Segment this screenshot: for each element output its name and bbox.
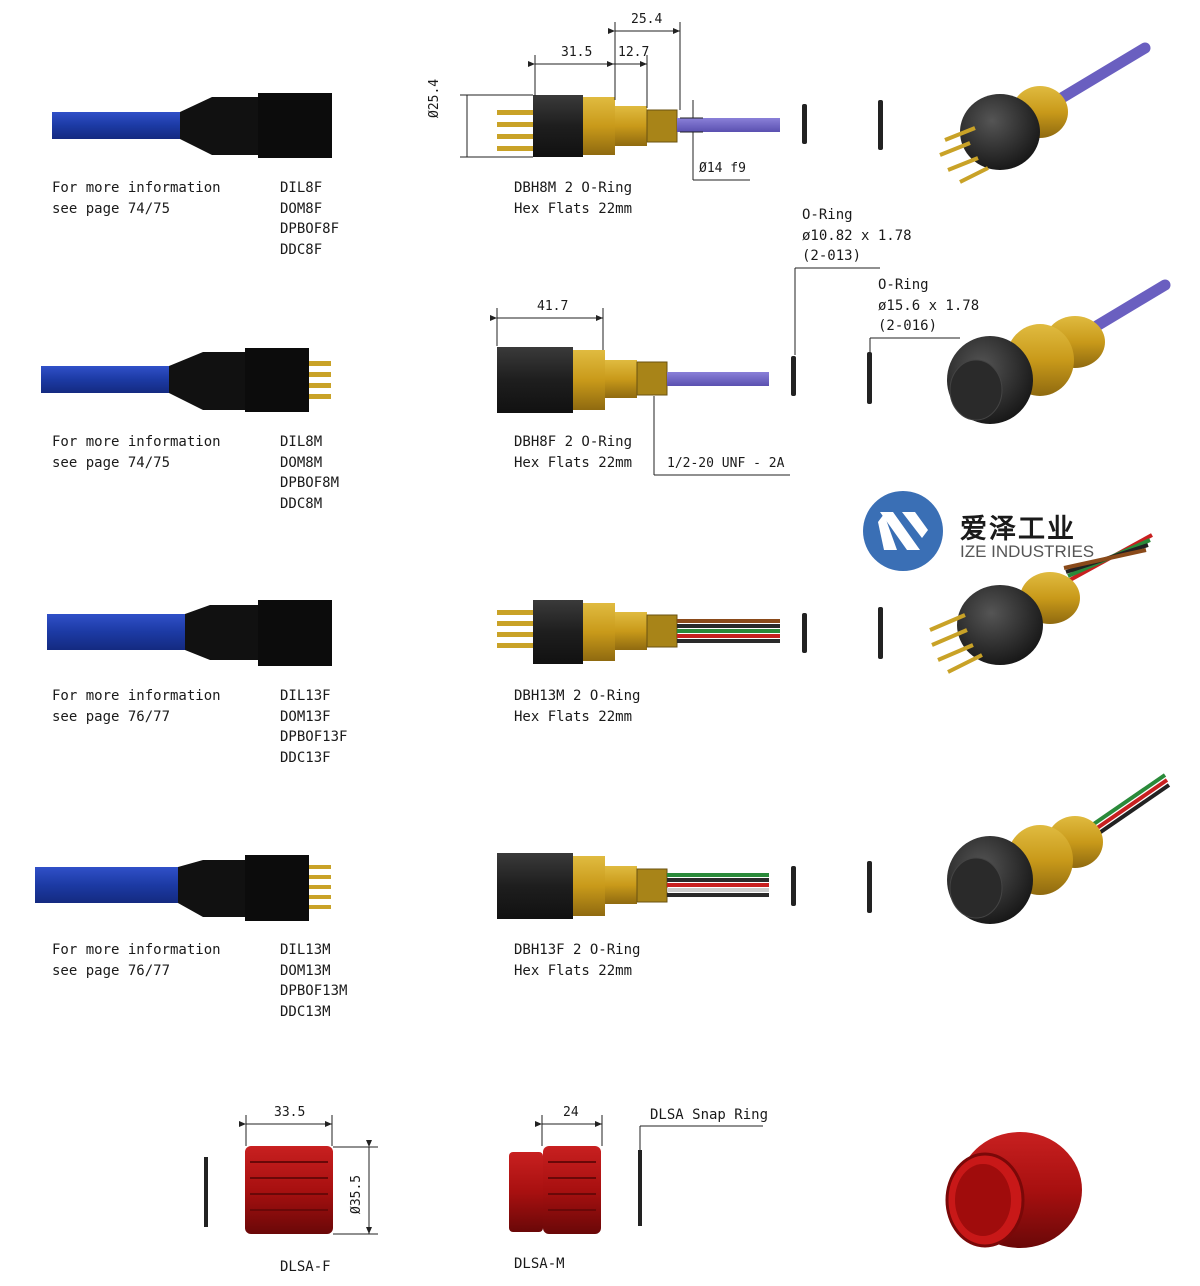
logo-chinese-text: 爱泽工业 xyxy=(960,514,1076,545)
connector-dil8f xyxy=(52,93,332,158)
dlsa-m-label: DLSA-M xyxy=(514,1256,565,1272)
bulkhead-dbh13m xyxy=(497,600,780,664)
logo-english-text: IZE INDUSTRIES xyxy=(960,542,1095,561)
render-dbh13f xyxy=(947,773,1171,924)
bulkhead-dbh13f xyxy=(497,853,769,919)
dim-12-7: 12.7 xyxy=(618,45,650,60)
dlsa-f-drawing xyxy=(204,1146,333,1234)
ize-logo-icon xyxy=(863,491,943,571)
dim-25-4: 25.4 xyxy=(631,12,663,27)
connector-dil13f xyxy=(47,600,332,666)
render-dbh13m xyxy=(929,533,1153,674)
o-rings xyxy=(791,100,883,913)
bulkhead-dbh8m xyxy=(497,95,780,157)
dim-dia-14: Ø14 f9 xyxy=(699,161,746,176)
render-dbh8f xyxy=(947,279,1171,424)
dlsa-m-drawing xyxy=(509,1146,642,1234)
connector-dil8m xyxy=(41,348,331,412)
dimension-lines xyxy=(239,22,960,1235)
connector-dil13m xyxy=(35,855,331,921)
dim-dia-35-5: Ø35.5 xyxy=(349,1174,364,1214)
dim-dia-25-4: Ø25.4 xyxy=(427,78,442,118)
dim-31-5: 31.5 xyxy=(561,45,593,60)
dim-33-5: 33.5 xyxy=(274,1105,306,1120)
dlsa-render xyxy=(945,1132,1082,1248)
render-dbh8m xyxy=(939,42,1151,184)
snap-ring-label: DLSA Snap Ring xyxy=(650,1107,769,1123)
bulkhead-dbh8f xyxy=(497,347,769,413)
thread-spec: 1/2-20 UNF - 2A xyxy=(667,456,785,471)
dim-24: 24 xyxy=(563,1105,579,1120)
dim-41-7: 41.7 xyxy=(537,299,569,314)
dlsa-f-label: DLSA-F xyxy=(280,1259,331,1275)
